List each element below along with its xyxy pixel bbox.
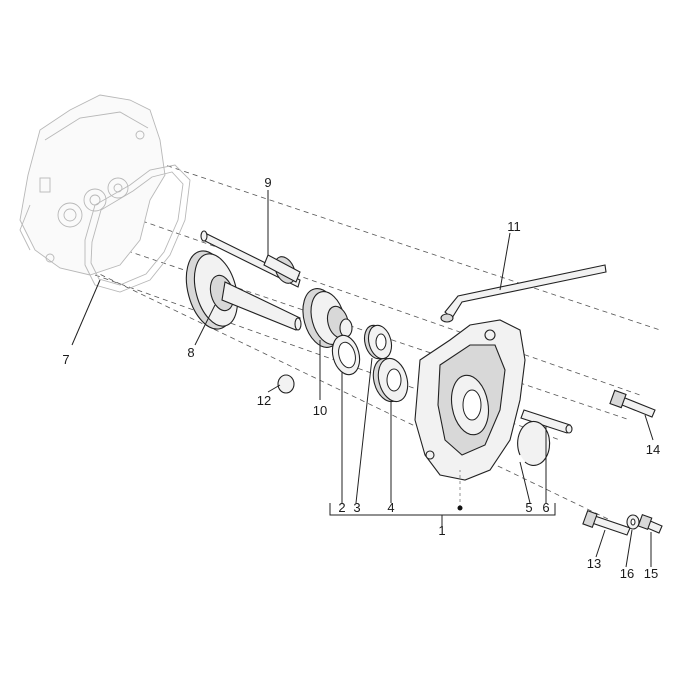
- callout-2: 2: [338, 500, 345, 515]
- callout-13: 13: [587, 556, 601, 571]
- callout-8: 8: [187, 345, 194, 360]
- callout-14: 14: [646, 442, 660, 457]
- callout-6: 6: [542, 500, 549, 515]
- washer: [626, 514, 640, 530]
- callout-1: 1: [438, 523, 445, 538]
- transmission-cover: [414, 319, 526, 481]
- callout-11: 11: [507, 219, 521, 234]
- gear-shaft: [185, 250, 302, 331]
- callout-10: 10: [313, 403, 327, 418]
- input-shaft: [200, 230, 301, 288]
- crankcase-ghost: [19, 94, 166, 276]
- drain-screw: [637, 513, 663, 534]
- breather-pipe: [440, 264, 607, 323]
- callout-4: 4: [387, 500, 394, 515]
- small-bearing: [363, 324, 393, 360]
- callout-15: 15: [644, 566, 658, 581]
- bolt-14: [609, 389, 656, 418]
- callout-labels: 9 11 7 8 12 10 2 3 4 5 6 1 14 13 16 15: [62, 175, 660, 581]
- callout-12: 12: [257, 393, 271, 408]
- callout-7: 7: [62, 352, 69, 367]
- seal-ring: [331, 334, 361, 376]
- dowel-pin: [520, 409, 573, 434]
- callout-16: 16: [620, 566, 634, 581]
- callout-9: 9: [264, 175, 271, 190]
- gasket: [84, 164, 191, 293]
- large-bearing: [372, 357, 409, 403]
- leader-lines: [71, 190, 654, 568]
- callout-3: 3: [353, 500, 360, 515]
- bolt-13: [582, 510, 631, 536]
- callout-5: 5: [525, 500, 532, 515]
- plug: [277, 374, 295, 394]
- circlip: [517, 420, 551, 467]
